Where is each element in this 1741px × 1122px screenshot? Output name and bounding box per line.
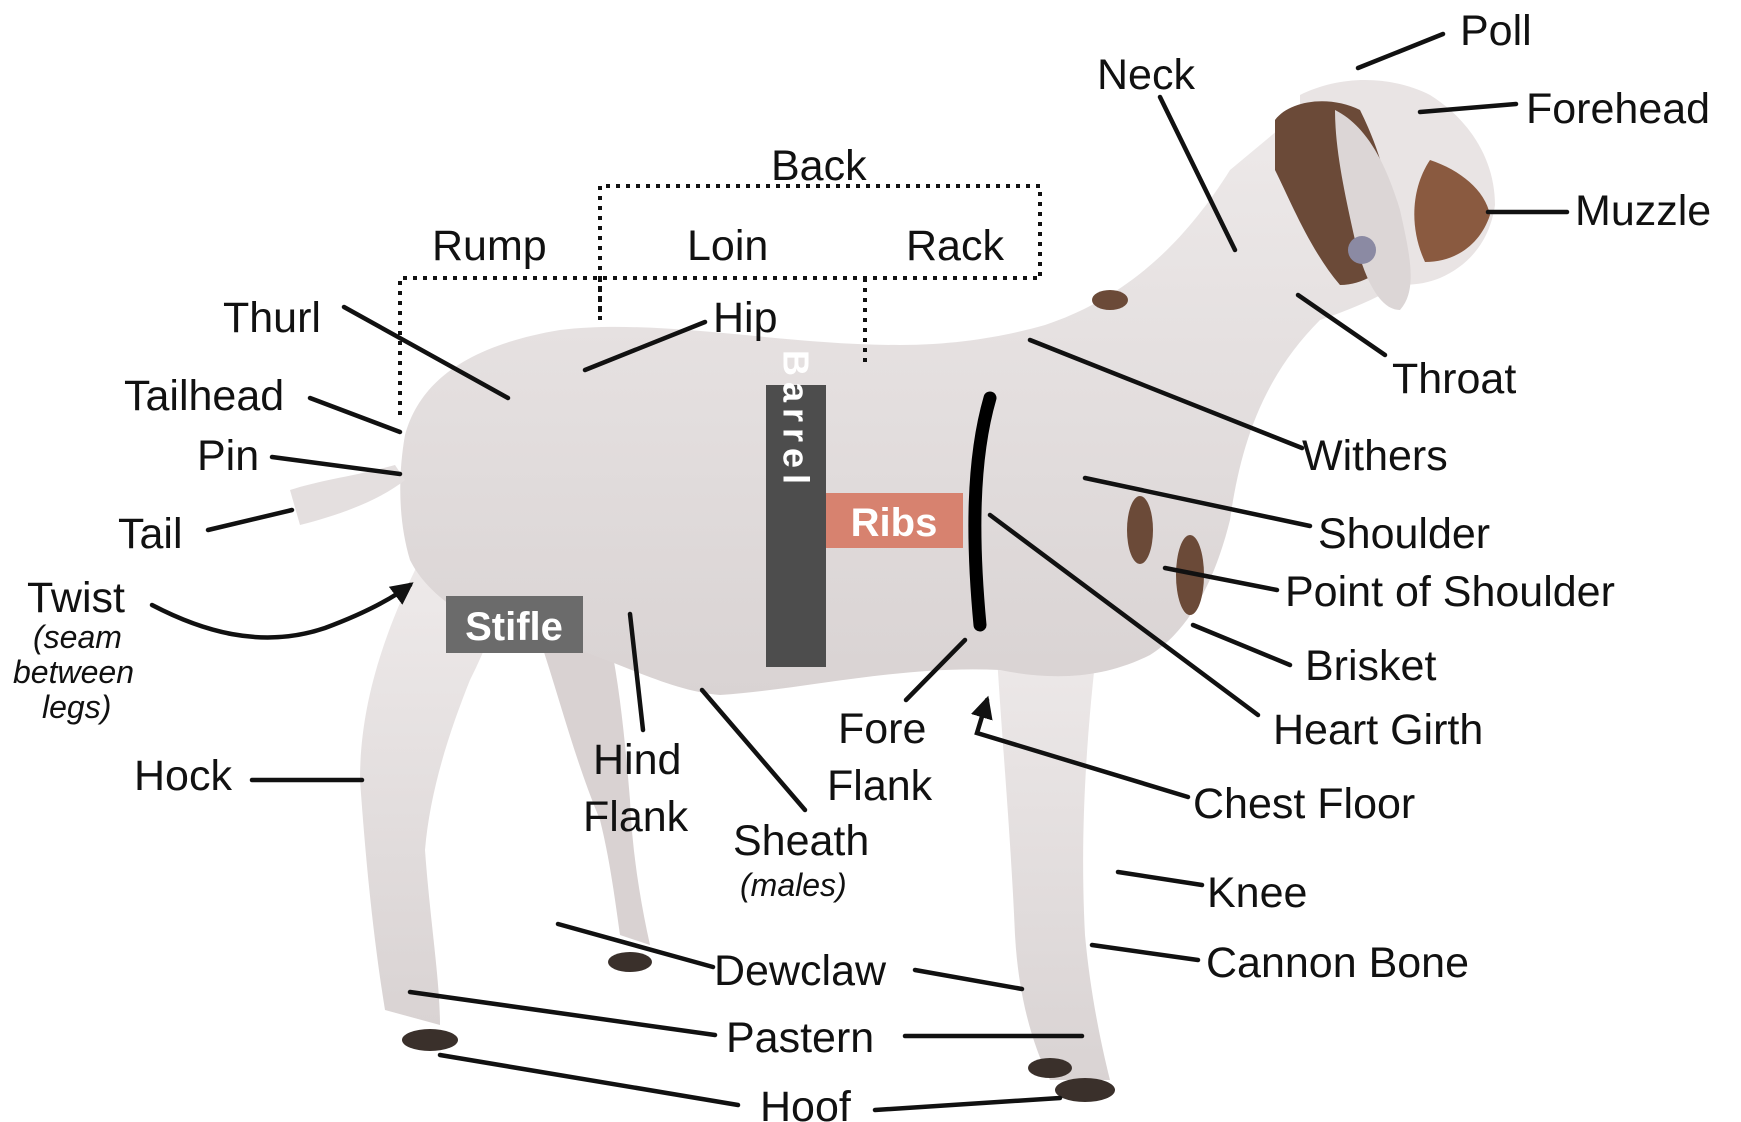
forehead-label: Forehead (1526, 85, 1710, 133)
point-of-shoulder-label: Point of Shoulder (1285, 568, 1615, 616)
pin-leader (272, 457, 400, 474)
hoof-hind-near (402, 1029, 458, 1051)
muzzle-label: Muzzle (1575, 187, 1711, 235)
chest-floor-label: Chest Floor (1193, 780, 1415, 828)
rump-label: Rump (432, 222, 547, 270)
sheath-note: (males) (740, 867, 847, 903)
hoof-leader-left (440, 1055, 738, 1105)
knee-leader (1118, 872, 1202, 885)
pastern-leader-left (410, 992, 715, 1035)
stifle-label: Stifle (465, 605, 563, 649)
shoulder-label: Shoulder (1318, 510, 1490, 558)
knee-label: Knee (1207, 869, 1307, 917)
tailhead-label: Tailhead (124, 372, 284, 420)
dewclaw-label: Dewclaw (714, 947, 887, 995)
sheath-label: Sheath (733, 817, 869, 865)
pin-label: Pin (197, 432, 259, 480)
brisket-label: Brisket (1305, 642, 1436, 690)
rack-label: Rack (906, 222, 1004, 270)
twist-arrow (152, 585, 410, 637)
tailhead-leader (310, 398, 400, 432)
poll-leader (1358, 34, 1443, 68)
sheath-leader (702, 690, 805, 810)
pastern-label: Pastern (726, 1014, 874, 1062)
withers-spot (1092, 290, 1128, 310)
twist-note-line-3: legs) (42, 689, 111, 725)
hoof-front-far (1028, 1058, 1072, 1078)
tail-label: Tail (118, 510, 183, 558)
fore-flank-label-line-1: Fore (838, 705, 926, 753)
barrel-box: Barrel (766, 350, 826, 667)
cannon-bone-leader (1092, 945, 1198, 960)
dewclaw-leader-right (915, 970, 1022, 989)
twist-note-line-2: between (13, 654, 134, 690)
hoof-hind-far (608, 952, 652, 972)
hoof-leader-right (875, 1098, 1060, 1110)
back-label: Back (771, 142, 867, 190)
ribs-box: Ribs (826, 493, 963, 548)
brisket-leader (1193, 625, 1290, 665)
twist-note-line-1: (seam (33, 619, 122, 655)
hoof-label: Hoof (760, 1083, 852, 1122)
cannon-bone-label: Cannon Bone (1206, 939, 1469, 987)
goat-eye (1348, 236, 1376, 264)
thurl-label: Thurl (223, 294, 321, 342)
throat-label: Throat (1392, 355, 1516, 403)
barrel-label: Barrel (776, 350, 817, 490)
front-leg-near (995, 620, 1110, 1080)
hind-flank-label-line-2: Flank (583, 793, 689, 841)
shoulder-spot (1127, 496, 1153, 564)
tail-leader (208, 510, 292, 530)
hip-label: Hip (713, 294, 778, 342)
hoof-front-near (1055, 1078, 1115, 1102)
stifle-box: Stifle (446, 596, 583, 653)
twist-label: Twist (27, 574, 125, 622)
loin-label: Loin (687, 222, 768, 270)
fore-flank-label-line-2: Flank (827, 762, 933, 810)
poll-label: Poll (1460, 7, 1532, 55)
heart-girth-label: Heart Girth (1273, 706, 1483, 754)
hind-flank-label-line-1: Hind (593, 736, 681, 784)
neck-label: Neck (1097, 51, 1195, 99)
withers-label: Withers (1302, 432, 1448, 480)
ribs-label: Ribs (851, 501, 938, 545)
hock-label: Hock (134, 752, 232, 800)
